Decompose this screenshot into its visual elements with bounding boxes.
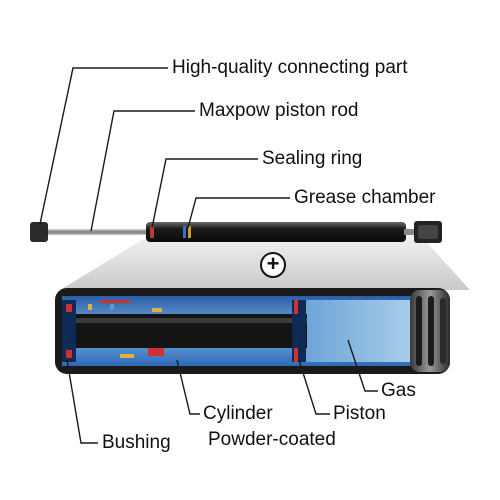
- leader-piston: [298, 359, 330, 415]
- label-piston-rod: Maxpow piston rod: [199, 100, 359, 121]
- grease-yellow-small: [188, 226, 191, 238]
- leader-piston-rod: [90, 110, 195, 232]
- cutaway-view: [55, 288, 450, 374]
- label-connecting-part: High-quality connecting part: [172, 57, 408, 78]
- piston-rod-small: [48, 229, 148, 235]
- grease-blue-small-1: [183, 226, 186, 238]
- seal-red-small: [150, 226, 154, 238]
- leader-lines-bottom: [66, 339, 378, 444]
- leader-sealing-ring: [151, 158, 258, 229]
- piston-block: [292, 300, 306, 362]
- leader-grease-chamber: [187, 197, 290, 229]
- label-powder-coated: Powder-coated: [208, 429, 336, 450]
- label-cylinder: Cylinder: [203, 403, 273, 424]
- plus-badge: [260, 252, 286, 278]
- gas-spring-overview: [30, 221, 442, 243]
- label-piston: Piston: [333, 403, 386, 424]
- leader-connecting-part: [39, 67, 168, 225]
- leader-bushing: [66, 359, 98, 444]
- cylinder-body-small: [146, 222, 406, 242]
- leader-lines-top: [39, 67, 290, 232]
- gas-region: [300, 300, 412, 362]
- leader-cylinder: [176, 359, 200, 415]
- leader-gas: [347, 339, 378, 392]
- label-gas: Gas: [381, 380, 416, 401]
- plus-symbol: +: [266, 251, 280, 276]
- end-stem-right: [404, 229, 416, 235]
- end-fitting-left: [30, 222, 48, 242]
- bushing-block: [62, 300, 76, 362]
- label-sealing-ring: Sealing ring: [262, 148, 363, 169]
- label-grease-chamber: Grease chamber: [294, 187, 436, 208]
- label-bushing: Bushing: [102, 432, 171, 453]
